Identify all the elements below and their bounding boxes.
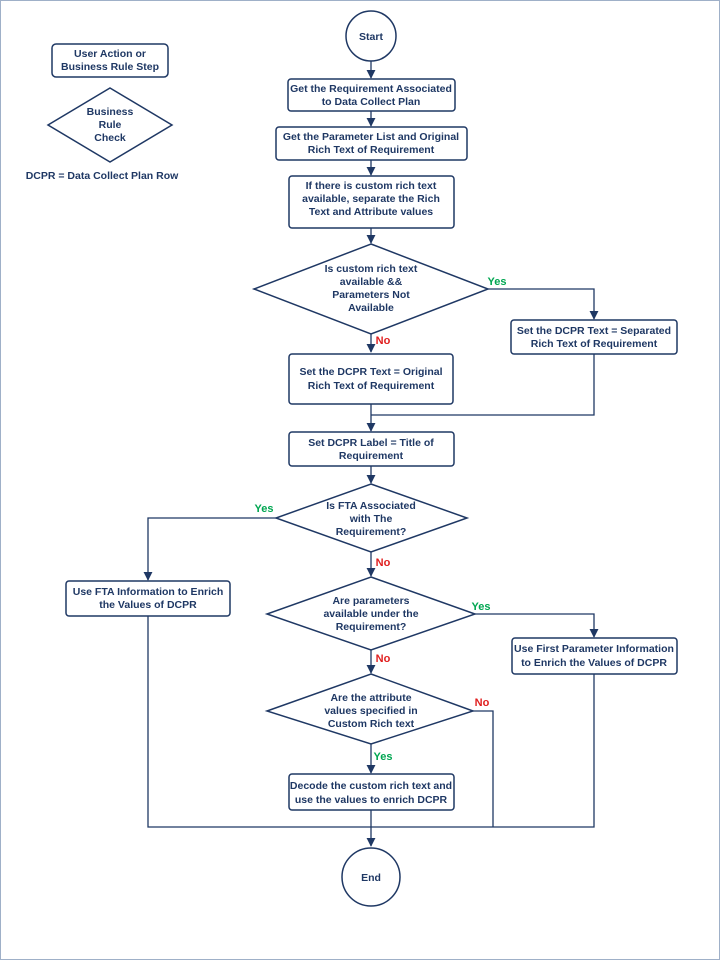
no-label-custom: No xyxy=(376,335,391,347)
start-circle xyxy=(345,10,397,62)
yes-label-custom: Yes xyxy=(488,276,507,288)
decision-parameters-diamond xyxy=(264,576,478,651)
set-label-box xyxy=(288,431,455,467)
decision-fta-line3: Requirement? xyxy=(336,526,407,538)
legend-step-line1: User Action or xyxy=(74,48,146,60)
decision-custom-line3: Parameters Not xyxy=(332,289,410,301)
decision-fta: Is FTA Associated with The Requirement? xyxy=(273,483,470,553)
arrow-dec-params-yes xyxy=(475,613,599,638)
use-first-parameter-step: Use First Parameter Information to Enric… xyxy=(511,637,678,675)
start-label: Start xyxy=(359,31,383,43)
legend-check-line3: Check xyxy=(94,132,126,144)
decision-fta-diamond xyxy=(273,483,470,553)
use-first-parameter-line1: Use First Parameter Information xyxy=(514,643,674,655)
get-requirement-step: Get the Requirement Associated to Data C… xyxy=(287,78,456,112)
set-separated-line2: Rich Text of Requirement xyxy=(531,338,658,350)
legend-step-box xyxy=(51,43,169,78)
decode-step: Decode the custom rich text and use the … xyxy=(288,773,455,811)
decision-custom-rich-text: Is custom rich text available && Paramet… xyxy=(251,243,491,335)
get-parameters-step: Get the Parameter List and Original Rich… xyxy=(275,126,468,161)
line-dec-attr-no xyxy=(473,710,494,827)
decision-parameters-line3: Requirement? xyxy=(336,621,407,633)
set-label-line2: Requirement xyxy=(339,450,404,462)
no-label-fta: No xyxy=(376,557,391,569)
connectors xyxy=(143,61,599,847)
use-first-parameter-line2: to Enrich the Values of DCPR xyxy=(521,657,667,669)
legend-step-line2: Business Rule Step xyxy=(61,61,159,73)
arrow-dec-fta-yes xyxy=(143,517,276,581)
start-node: Start xyxy=(345,10,397,62)
get-requirement-line1: Get the Requirement Associated xyxy=(290,83,452,95)
legend: User Action or Business Rule Step Busine… xyxy=(26,43,179,182)
legend-check-line1: Business xyxy=(87,106,134,118)
separate-line1: If there is custom rich text xyxy=(306,180,437,192)
decision-custom-line2: available && xyxy=(340,276,403,288)
no-label-parameters: No xyxy=(376,653,391,665)
decision-attribute-values: Are the attribute values specified in Cu… xyxy=(264,673,476,745)
yes-label-fta: Yes xyxy=(255,503,274,515)
end-label: End xyxy=(361,872,381,884)
legend-check-diamond xyxy=(46,87,174,163)
decision-parameters-line1: Are parameters xyxy=(332,595,409,607)
line-separated-merge xyxy=(371,354,595,416)
separate-line2: available, separate the Rich xyxy=(302,193,440,205)
decision-fta-line1: Is FTA Associated xyxy=(326,500,415,512)
decode-box xyxy=(288,773,455,811)
decision-attribute-line3: Custom Rich text xyxy=(328,718,415,730)
yes-label-parameters: Yes xyxy=(472,601,491,613)
get-requirement-box xyxy=(287,78,456,112)
set-original-step: Set the DCPR Text = Original Rich Text o… xyxy=(288,353,454,405)
decode-line1: Decode the custom rich text and xyxy=(290,780,452,792)
set-separated-step: Set the DCPR Text = Separated Rich Text … xyxy=(510,319,678,355)
decision-custom-line1: Is custom rich text xyxy=(325,263,418,275)
get-parameters-line1: Get the Parameter List and Original xyxy=(283,131,459,143)
end-circle xyxy=(341,847,401,907)
separate-step: If there is custom rich text available, … xyxy=(288,175,455,229)
decode-line2: use the values to enrich DCPR xyxy=(295,794,448,806)
decision-fta-line2: with The xyxy=(349,513,393,525)
decision-custom-diamond xyxy=(251,243,491,335)
use-fta-line2: the Values of DCPR xyxy=(99,599,197,611)
get-requirement-line2: to Data Collect Plan xyxy=(322,96,421,108)
use-fta-box xyxy=(65,580,231,617)
decision-custom-line4: Available xyxy=(348,302,394,314)
set-original-line2: Rich Text of Requirement xyxy=(308,380,435,392)
set-separated-box xyxy=(510,319,678,355)
decision-parameters-line2: available under the xyxy=(323,608,418,620)
separate-line3: Text and Attribute values xyxy=(309,206,433,218)
end-node: End xyxy=(341,847,401,907)
get-parameters-box xyxy=(275,126,468,161)
set-label-line1: Set DCPR Label = Title of xyxy=(308,437,434,449)
set-original-line1: Set the DCPR Text = Original xyxy=(299,366,442,378)
use-fta-step: Use FTA Information to Enrich the Values… xyxy=(65,580,231,617)
decision-parameters: Are parameters available under the Requi… xyxy=(264,576,478,651)
legend-check-line2: Rule xyxy=(99,119,122,131)
separate-box xyxy=(288,175,455,229)
yes-label-attribute: Yes xyxy=(374,751,393,763)
legend-note: DCPR = Data Collect Plan Row xyxy=(26,170,179,182)
set-original-box xyxy=(288,353,454,405)
no-label-attribute: No xyxy=(475,697,490,709)
set-separated-line1: Set the DCPR Text = Separated xyxy=(517,325,671,337)
decision-attribute-line2: values specified in xyxy=(324,705,417,717)
decision-attribute-diamond xyxy=(264,673,476,745)
use-fta-line1: Use FTA Information to Enrich xyxy=(73,586,224,598)
arrow-dec-custom-yes xyxy=(488,288,599,320)
get-parameters-line2: Rich Text of Requirement xyxy=(308,144,435,156)
decision-attribute-line1: Are the attribute xyxy=(330,692,411,704)
use-first-parameter-box xyxy=(511,637,678,675)
set-label-step: Set DCPR Label = Title of Requirement xyxy=(288,431,455,467)
